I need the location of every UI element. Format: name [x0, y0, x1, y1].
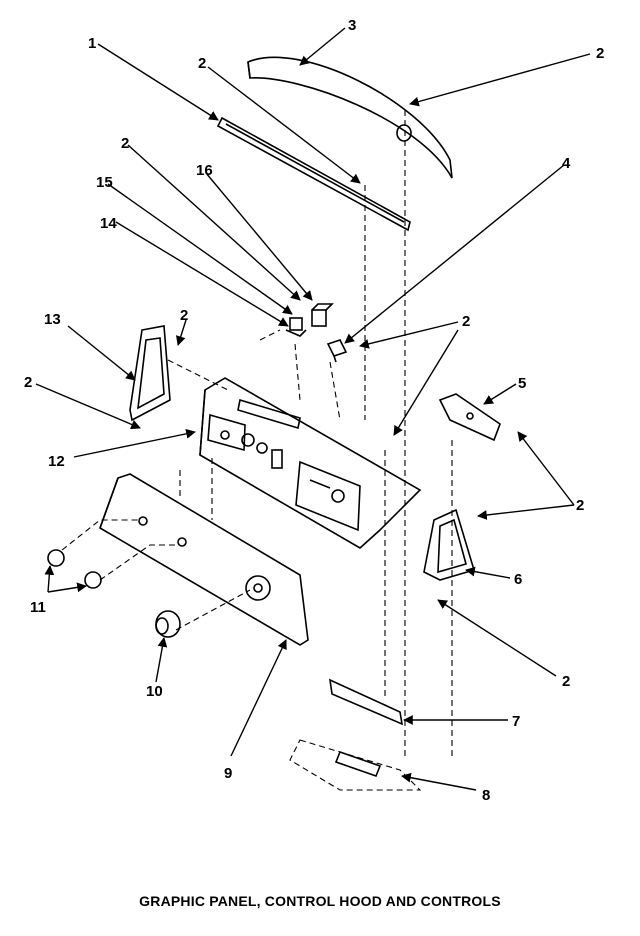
- diagram-caption: GRAPHIC PANEL, CONTROL HOOD AND CONTROLS: [139, 893, 501, 909]
- part-12-control-hood: [199, 377, 422, 549]
- callout-2-top-right: 2: [596, 45, 604, 62]
- part-7-harness: [329, 678, 404, 726]
- callout-12: 12: [48, 453, 65, 470]
- part-13-left-end-cap: [129, 325, 171, 422]
- callout-9: 9: [224, 765, 232, 782]
- callout-2-top-trim: 2: [198, 55, 206, 72]
- part-5-bracket: [438, 393, 501, 442]
- callout-2-switch: 2: [121, 135, 129, 152]
- part-15-14-switch-assembly: [285, 317, 307, 337]
- callout-11: 11: [30, 599, 46, 616]
- callout-16: 16: [196, 162, 213, 179]
- callout-2-bottom-right: 2: [562, 673, 570, 690]
- callout-1: 1: [88, 35, 96, 52]
- part-10-timer-knob: [155, 610, 181, 638]
- part-3-top-cover: [247, 56, 453, 179]
- part-8-mounting-plate: [289, 739, 422, 791]
- callout-5: 5: [518, 375, 526, 392]
- callout-14: 14: [100, 215, 117, 232]
- callout-2-center: 2: [462, 313, 470, 330]
- callout-2-left-cap-bottom: 2: [24, 374, 32, 391]
- callout-13: 13: [44, 311, 61, 328]
- part-1-trim-strip: [216, 116, 411, 232]
- callout-10: 10: [146, 683, 163, 700]
- callout-6: 6: [514, 571, 522, 588]
- callout-8: 8: [482, 787, 490, 804]
- callout-2-right: 2: [576, 497, 584, 514]
- callout-4: 4: [562, 155, 571, 172]
- part-16-switch: [311, 303, 334, 327]
- callout-15: 15: [96, 174, 113, 191]
- callout-3: 3: [348, 17, 356, 34]
- part-4-bracket: [326, 339, 348, 363]
- part-11-knobs: [47, 549, 102, 589]
- callout-7: 7: [512, 713, 520, 730]
- callout-2-left-cap-top: 2: [180, 307, 188, 324]
